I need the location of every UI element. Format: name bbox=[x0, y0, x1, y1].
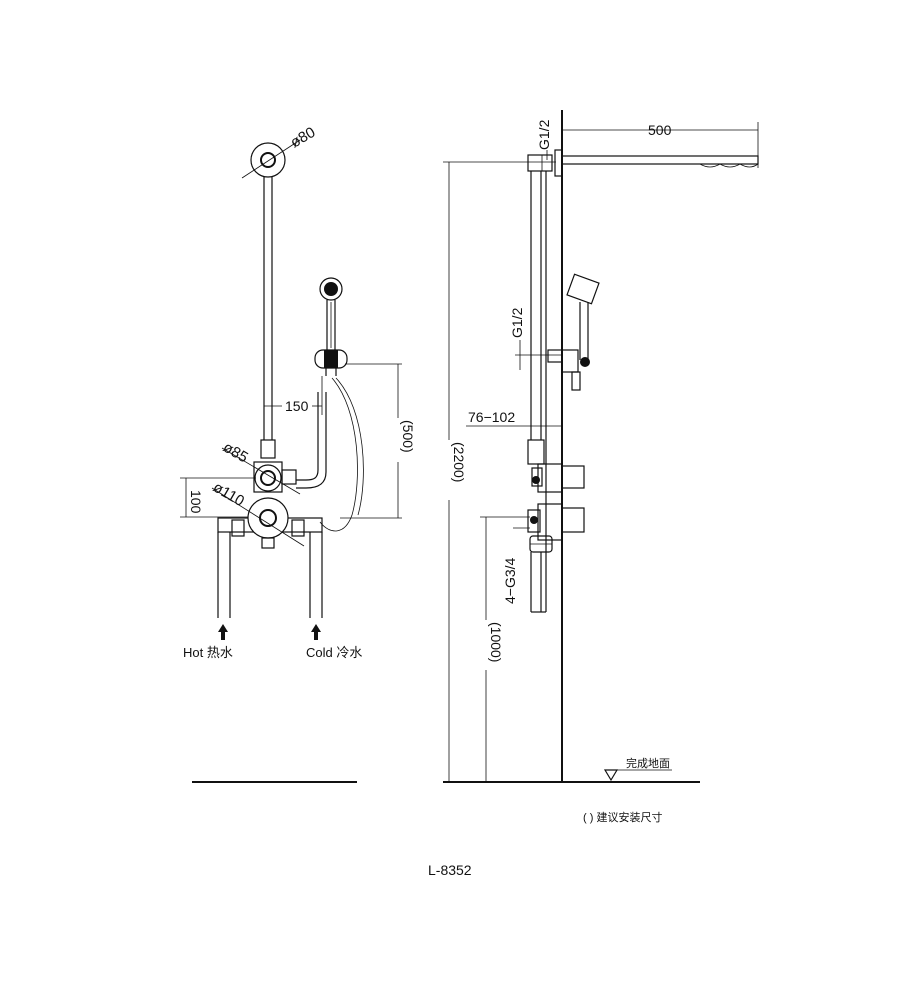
hand-shower-head bbox=[319, 277, 343, 301]
side-holder-outlet bbox=[571, 371, 581, 391]
floor-label: 完成地面 bbox=[626, 756, 670, 770]
dim500h-label: 500 bbox=[648, 122, 672, 138]
dim100-label: 100 bbox=[188, 490, 204, 514]
riser-connector bbox=[260, 439, 276, 459]
dia80-label: ø80 bbox=[288, 124, 319, 152]
shower-head-nozzles bbox=[699, 163, 759, 168]
shower-arm bbox=[561, 155, 759, 165]
upper-valve-center bbox=[260, 470, 276, 486]
side-upper-valve-dot bbox=[532, 476, 540, 484]
cold-arrow-icon bbox=[311, 624, 321, 640]
mixer-cold-nut bbox=[291, 519, 305, 537]
side-upper-valve-handle bbox=[561, 465, 585, 489]
g12-top-label: G1/2 bbox=[536, 119, 552, 150]
hose-outlet-elbow bbox=[296, 392, 319, 481]
side-hand-shower-head bbox=[566, 273, 600, 305]
dim1000-label: (1000) bbox=[488, 622, 504, 662]
dim150-label: 150 bbox=[285, 398, 309, 414]
hot-arrow-icon bbox=[218, 624, 228, 640]
hand-shower-face bbox=[324, 282, 338, 296]
mixer-hot-nut bbox=[231, 519, 245, 537]
hot-label: Hot 热水 bbox=[183, 645, 233, 660]
g34-label: 4−G3/4 bbox=[502, 557, 518, 604]
dim2200-label: (2200) bbox=[451, 442, 467, 482]
side-upper-valve-nut bbox=[531, 467, 543, 487]
side-holder-knob bbox=[580, 357, 590, 367]
cold-label: Cold 冷水 bbox=[306, 645, 362, 660]
dia110-leader bbox=[211, 487, 305, 547]
hose-curve-outer bbox=[335, 377, 364, 516]
mixer-bottom-nut bbox=[261, 537, 275, 549]
side-mixer-handle bbox=[561, 507, 585, 533]
floor-triangle-icon bbox=[603, 769, 619, 782]
upper-valve-outlet bbox=[281, 469, 297, 485]
side-holder-body bbox=[561, 349, 579, 373]
dim500v-label: (500) bbox=[400, 420, 416, 453]
side-mixer-dot bbox=[530, 516, 538, 524]
g12-mid-label: G1/2 bbox=[509, 307, 525, 338]
shower-head-flange bbox=[250, 142, 286, 178]
dia110-label: ø110 bbox=[210, 479, 247, 510]
upper-valve-body bbox=[253, 461, 283, 493]
install-note: ( ) 建议安装尺寸 bbox=[583, 810, 662, 824]
side-mixer-nut bbox=[527, 509, 541, 533]
riser-top-elbow bbox=[527, 154, 553, 172]
dim76-102-label: 76−102 bbox=[468, 409, 515, 425]
side-riser-connector bbox=[527, 439, 545, 465]
front-view: ø80 150 (500) bbox=[180, 124, 416, 783]
hand-shower-holder-clip bbox=[324, 350, 338, 368]
dia80-leader bbox=[241, 139, 301, 179]
side-view: 500 G1/2 (2200) G1/2 76−102 bbox=[443, 110, 759, 824]
model-number: L-8352 bbox=[428, 862, 472, 878]
side-mid-connector bbox=[547, 349, 563, 363]
shower-head-center bbox=[260, 152, 276, 168]
hose-curve bbox=[319, 377, 358, 532]
hose-outlet-elbow-outer bbox=[296, 392, 327, 489]
side-mixer-body bbox=[537, 503, 563, 541]
dia85-leader bbox=[221, 447, 301, 495]
arm-wall-flange bbox=[554, 149, 563, 177]
